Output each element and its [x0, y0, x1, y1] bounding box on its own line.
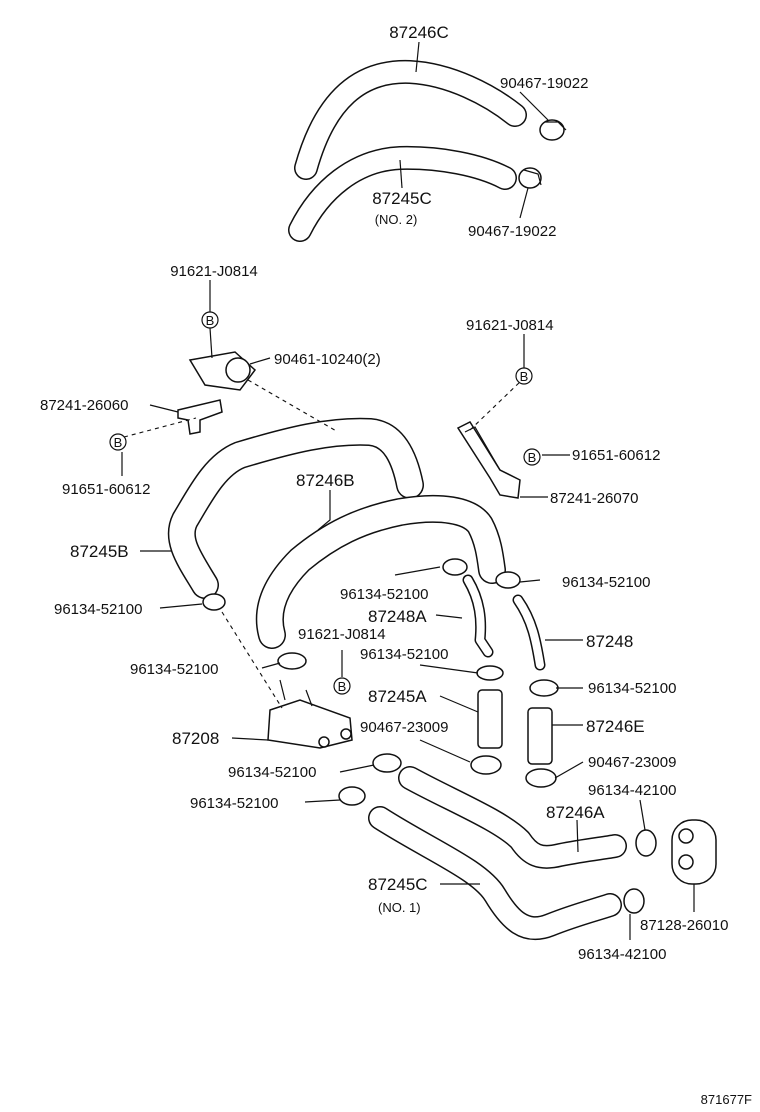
label-96134-52100-a: 96134-52100	[54, 601, 142, 618]
clamp-96134-52100-d	[277, 652, 307, 670]
label-90461-10240: 90461-10240(2)	[274, 351, 381, 368]
bolt-marker-2: B	[109, 433, 127, 451]
label-87208: 87208	[172, 729, 219, 748]
hose-87245C-no2	[288, 145, 517, 242]
svg-text:B: B	[206, 313, 215, 328]
label-87246A: 87246A	[546, 803, 605, 822]
clamp-90467-23009-a	[470, 755, 502, 775]
hose-87246E	[527, 707, 553, 765]
clamp-90467-19022-a	[539, 119, 567, 141]
pipe-87248A	[462, 574, 494, 658]
label-90467-23009-a: 90467-23009	[360, 719, 448, 736]
label-87245C-no2-sub: (NO. 2)	[375, 212, 418, 227]
leader-lines	[121, 41, 695, 940]
bolt-marker-1: B	[201, 311, 219, 329]
clamp-96134-52100-f	[372, 753, 402, 773]
label-96134-52100-g: 96134-52100	[190, 795, 278, 812]
svg-text:B: B	[114, 435, 123, 450]
hose-87246A	[398, 766, 627, 869]
label-87245C-no1-sub: (NO. 1)	[378, 900, 421, 915]
label-87248: 87248	[586, 632, 633, 651]
label-91621-J0814-b: 91621-J0814	[466, 317, 554, 334]
bracket-87208	[267, 679, 353, 749]
label-87245C-no1: 87245C	[368, 875, 428, 894]
label-87241-26070: 87241-26070	[550, 490, 638, 507]
svg-text:B: B	[528, 450, 537, 465]
svg-text:B: B	[338, 679, 347, 694]
dashed-line-1	[247, 379, 339, 433]
clamp-96134-52100-b	[442, 558, 468, 576]
label-96134-52100-b: 96134-52100	[340, 586, 428, 603]
label-90467-23009-b: 90467-23009	[588, 754, 676, 771]
hose-87246C	[294, 59, 527, 180]
dashed-line-4	[221, 611, 283, 709]
label-91651-60612-b: 91651-60612	[572, 447, 660, 464]
label-96134-42100-b: 96134-42100	[578, 946, 666, 963]
label-87245B: 87245B	[70, 542, 129, 561]
label-90467-19022-b: 90467-19022	[468, 223, 556, 240]
bracket-87241-26070	[456, 421, 521, 499]
clamp-96134-52100-e	[529, 679, 559, 697]
bolt-marker-5: B	[333, 677, 351, 695]
pipe-87248	[512, 594, 546, 671]
label-96134-52100-d: 96134-52100	[360, 646, 448, 663]
hose-87245B	[167, 417, 424, 599]
clamp-96134-42100-b	[623, 888, 645, 914]
label-96134-52100-c: 96134-52100	[562, 574, 650, 591]
grommet-87128-26010	[671, 819, 717, 885]
label-87128-26010: 87128-26010	[640, 917, 728, 934]
label-90467-19022-a: 90467-19022	[500, 75, 588, 92]
label-87246E: 87246E	[586, 717, 645, 736]
drawing-id: 871677F	[701, 1092, 752, 1107]
clamp-90467-23009-b	[525, 768, 557, 788]
clamp-96134-52100-c	[495, 571, 521, 589]
bolt-marker-3: B	[515, 367, 533, 385]
clamp-96134-52100-upper	[476, 665, 504, 681]
clamp-90467-19022-b	[518, 167, 542, 189]
hose-87246B	[255, 494, 506, 649]
hose-87245A	[477, 689, 503, 749]
bracket-90461-10240	[188, 351, 257, 391]
label-96134-52100-e: 96134-52100	[130, 661, 218, 678]
clamp-96134-42100-a	[635, 829, 657, 857]
clamp-96134-52100-a	[202, 593, 226, 611]
dashed-line-3	[469, 379, 523, 431]
label-96134-42100-a: 96134-42100	[588, 782, 676, 799]
label-91621-J0814-c: 91621-J0814	[298, 626, 386, 643]
label-87245A: 87245A	[368, 687, 427, 706]
label-91621-J0814-a: 91621-J0814	[170, 263, 258, 280]
hose-87245C-no1	[368, 806, 622, 941]
svg-text:B: B	[520, 369, 529, 384]
bracket-87241-26060	[177, 399, 223, 435]
label-87245C-no2: 87245C	[372, 189, 432, 208]
dashed-line-2	[123, 417, 197, 438]
bolt-marker-4: B	[523, 448, 541, 466]
label-91651-60612-a: 91651-60612	[62, 481, 150, 498]
label-87246C: 87246C	[389, 23, 449, 42]
label-87246B: 87246B	[296, 471, 355, 490]
label-96134-52100-f: 96134-52100	[228, 764, 316, 781]
clamp-96134-52100-g	[338, 786, 366, 806]
label-96134-52100-upper: 96134-52100	[588, 680, 676, 697]
label-87241-26060: 87241-26060	[40, 397, 128, 414]
label-87248A: 87248A	[368, 607, 427, 626]
